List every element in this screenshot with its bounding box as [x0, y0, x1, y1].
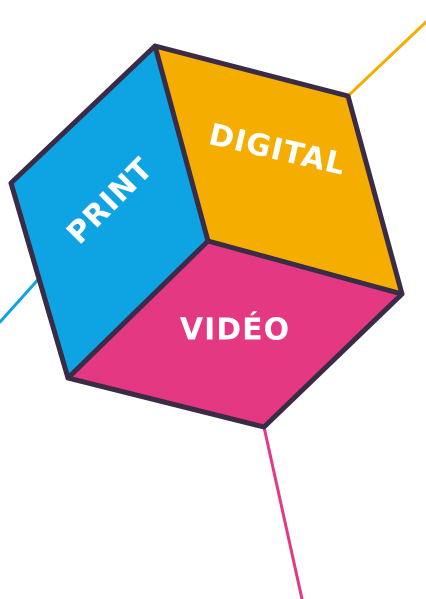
cube-face-top-digital [155, 46, 402, 294]
cube-face-bottom-video [68, 241, 402, 427]
cube-face-left-print [11, 46, 208, 378]
connector-line-top-right [346, 20, 426, 98]
connector-line-bottom [262, 425, 304, 599]
face-label-video: VIDÉO [180, 312, 290, 348]
cube-outline [8, 43, 405, 430]
